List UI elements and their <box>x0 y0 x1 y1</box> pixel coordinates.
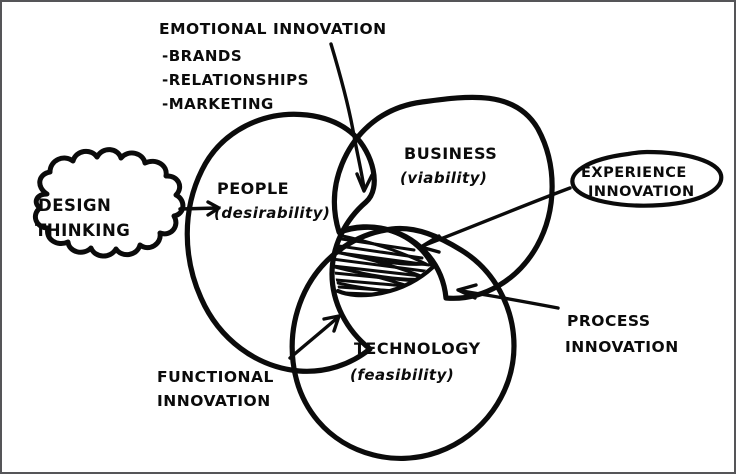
circle-business[interactable] <box>331 94 555 301</box>
emotional-bullet-1: -RELATIONSHIPS <box>162 71 309 89</box>
experience-innovation-label: EXPERIENCE INNOVATION <box>581 165 695 200</box>
experience-line2: INNOVATION <box>588 184 695 200</box>
people-title: PEOPLE <box>217 179 289 198</box>
arrow-emotional-to-people-business <box>329 42 374 193</box>
emotional-bullet-2: -MARKETING <box>162 95 274 113</box>
technology-subtitle: (feasibility) <box>350 366 454 384</box>
arrow-experience-to-center <box>419 186 572 254</box>
emotional-bullet-0: -BRANDS <box>162 47 242 65</box>
functional-line1: FUNCTIONAL <box>157 368 274 386</box>
design-thinking-text: DESIGN THINKING <box>35 196 130 240</box>
people-subtitle: (desirability) <box>214 204 330 222</box>
process-line2: INNOVATION <box>565 338 679 356</box>
label-technology: TECHNOLOGY (feasibility) <box>350 339 481 384</box>
emotional-innovation-heading: EMOTIONAL INNOVATION <box>159 20 387 38</box>
arrow-functional-to-people-technology <box>288 314 341 360</box>
connector-arrows <box>178 42 572 360</box>
center-hatched-region[interactable] <box>332 225 436 298</box>
functional-line2: INNOVATION <box>157 392 271 410</box>
label-people: PEOPLE (desirability) <box>214 179 330 222</box>
arrow-process-to-business-technology <box>456 283 560 310</box>
experience-line1: EXPERIENCE <box>581 165 687 181</box>
circle-people[interactable] <box>184 111 377 374</box>
design-thinking-cloud[interactable] <box>32 147 186 259</box>
business-title: BUSINESS <box>404 144 497 163</box>
center-region-outline <box>335 225 436 298</box>
venn-circles <box>184 94 555 461</box>
functional-innovation-label: FUNCTIONAL INNOVATION <box>157 368 274 410</box>
experience-innovation-ellipse[interactable] <box>570 149 724 208</box>
label-business: BUSINESS (viability) <box>400 144 497 187</box>
process-line1: PROCESS <box>567 312 651 330</box>
business-subtitle: (viability) <box>400 169 487 187</box>
arrow-design-thinking-to-people <box>178 200 221 217</box>
design-thinking-line1: DESIGN <box>38 196 111 215</box>
design-thinking-line2: THINKING <box>35 221 130 240</box>
emotional-innovation-label: EMOTIONAL INNOVATION -BRANDS -RELATIONSH… <box>159 20 387 113</box>
technology-title: TECHNOLOGY <box>354 339 481 358</box>
circle-technology[interactable] <box>289 225 517 461</box>
process-innovation-label: PROCESS INNOVATION <box>565 312 679 356</box>
